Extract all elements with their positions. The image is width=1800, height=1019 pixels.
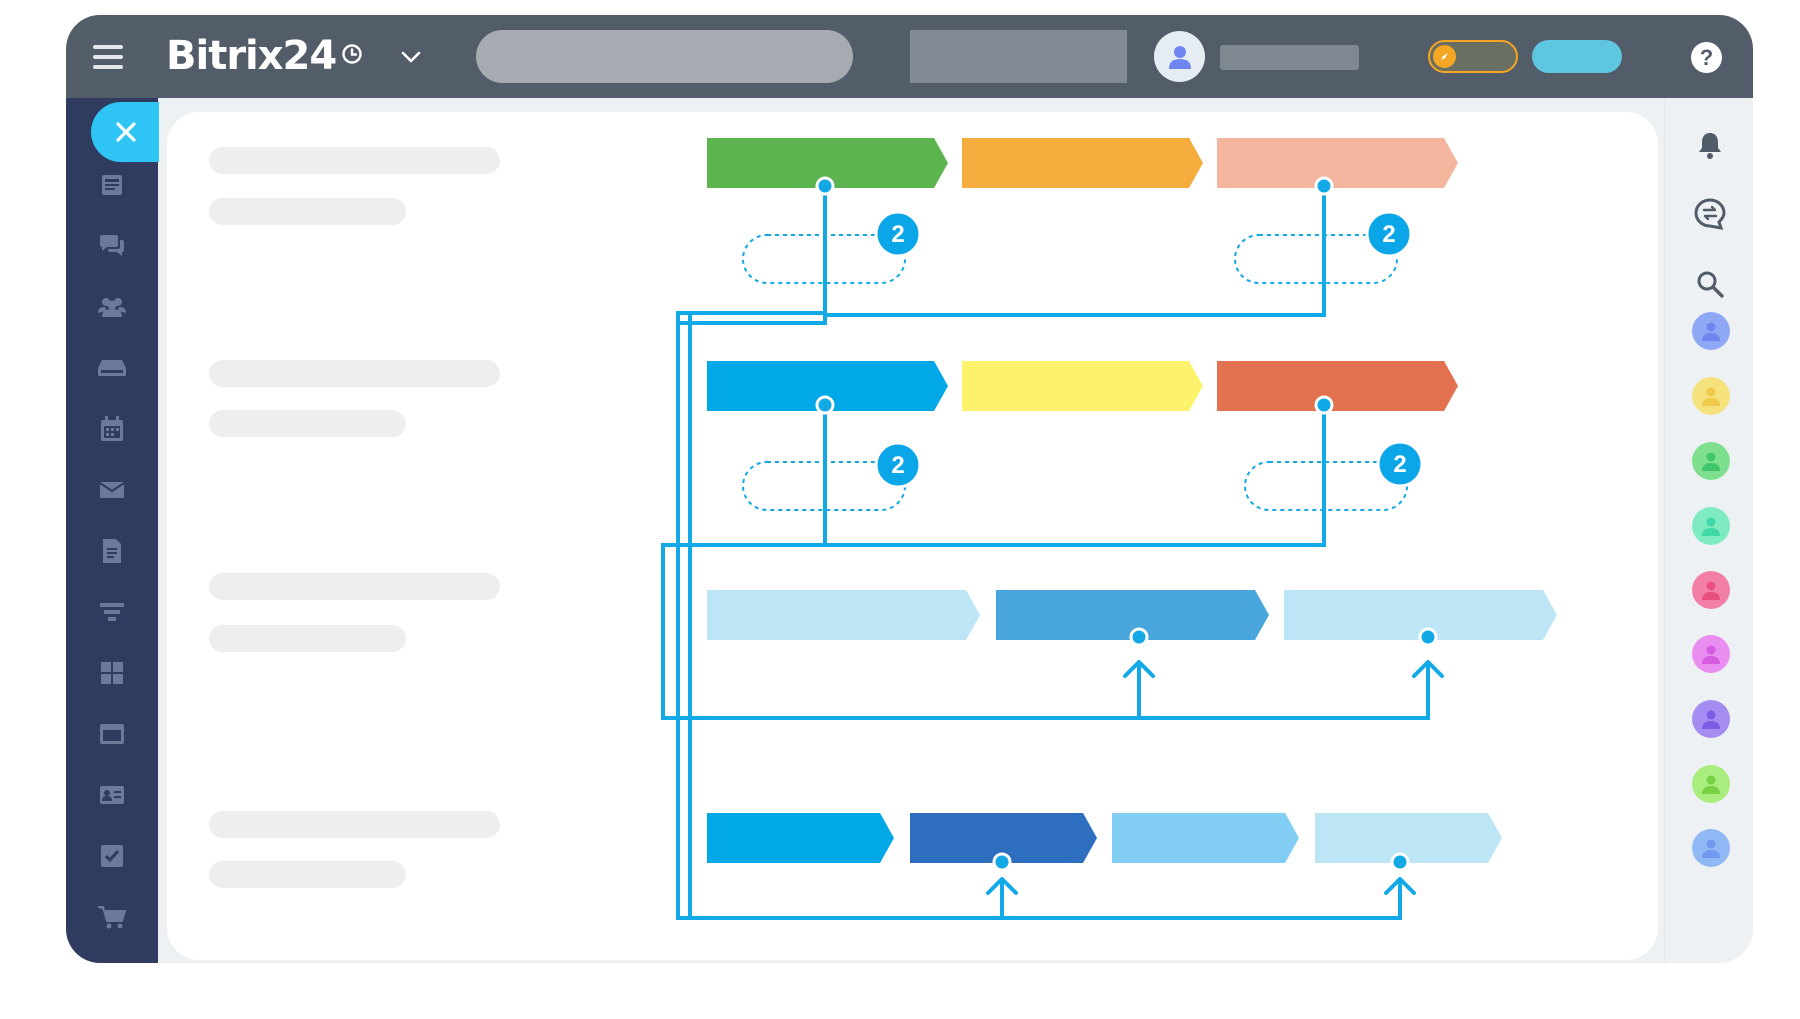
groups-icon[interactable] — [97, 292, 127, 322]
upgrade-toggle[interactable] — [1428, 40, 1518, 73]
user-avatar[interactable] — [1692, 312, 1730, 350]
user-icon — [1168, 45, 1191, 69]
apps-icon[interactable] — [97, 658, 127, 688]
brand-name: Bitrix24 — [166, 33, 337, 79]
right-sidebar — [1664, 98, 1753, 963]
close-icon — [116, 122, 136, 142]
user-avatar[interactable] — [1692, 765, 1730, 803]
invite-button[interactable] — [1532, 40, 1622, 73]
user-icon — [1702, 452, 1720, 471]
user-icon — [1702, 645, 1720, 664]
rocket-icon — [1433, 45, 1456, 68]
chat-icon[interactable] — [97, 231, 127, 261]
tasks-icon[interactable] — [97, 841, 127, 871]
user-avatar[interactable] — [1692, 829, 1730, 867]
close-slider-button[interactable] — [91, 102, 159, 162]
calendar-icon[interactable] — [97, 414, 127, 444]
window-icon[interactable] — [97, 719, 127, 749]
contact-card-icon[interactable] — [97, 780, 127, 810]
search-icon[interactable] — [1693, 267, 1727, 301]
left-sidebar — [66, 98, 158, 963]
stage-subtitle-placeholder — [209, 861, 406, 888]
user-avatar[interactable] — [1692, 635, 1730, 673]
user-icon — [1702, 775, 1720, 794]
stage-title-placeholder — [209, 147, 500, 174]
stage-title-placeholder — [209, 811, 500, 838]
user-avatar[interactable] — [1692, 442, 1730, 480]
feed-icon[interactable] — [97, 170, 127, 200]
user-avatar[interactable] — [1692, 377, 1730, 415]
user-avatar[interactable] — [1692, 507, 1730, 545]
help-icon[interactable]: ? — [1691, 42, 1722, 73]
user-name-placeholder[interactable] — [1220, 45, 1359, 70]
stage-subtitle-placeholder — [209, 625, 406, 652]
search-input[interactable] — [476, 30, 853, 83]
menu-icon[interactable] — [93, 45, 123, 69]
document-icon[interactable] — [97, 536, 127, 566]
bell-icon[interactable] — [1693, 128, 1727, 162]
stage-title-placeholder — [209, 573, 500, 600]
chat-switch-icon[interactable] — [1693, 197, 1727, 231]
stage-subtitle-placeholder — [209, 198, 406, 225]
drive-icon[interactable] — [97, 353, 127, 383]
user-avatar[interactable] — [1692, 571, 1730, 609]
user-icon — [1702, 581, 1720, 600]
bitrix24-window: Bitrix24 ? — [66, 15, 1753, 963]
user-icon — [1702, 517, 1720, 536]
user-icon — [1702, 710, 1720, 729]
header-placeholder-block — [910, 30, 1127, 83]
main-panel — [167, 112, 1658, 960]
stage-title-placeholder — [209, 360, 500, 387]
user-icon — [1702, 322, 1720, 341]
stage-subtitle-placeholder — [209, 410, 406, 437]
chevron-down-icon[interactable] — [400, 49, 422, 65]
clock-icon — [342, 44, 362, 64]
cart-icon[interactable] — [97, 902, 127, 932]
user-avatar[interactable] — [1692, 700, 1730, 738]
filter-icon[interactable] — [97, 597, 127, 627]
user-icon — [1702, 839, 1720, 858]
mail-icon[interactable] — [97, 475, 127, 505]
top-bar: Bitrix24 ? — [66, 15, 1753, 98]
brand-logo[interactable]: Bitrix24 — [166, 31, 363, 81]
user-avatar[interactable] — [1154, 31, 1205, 82]
user-icon — [1702, 387, 1720, 406]
